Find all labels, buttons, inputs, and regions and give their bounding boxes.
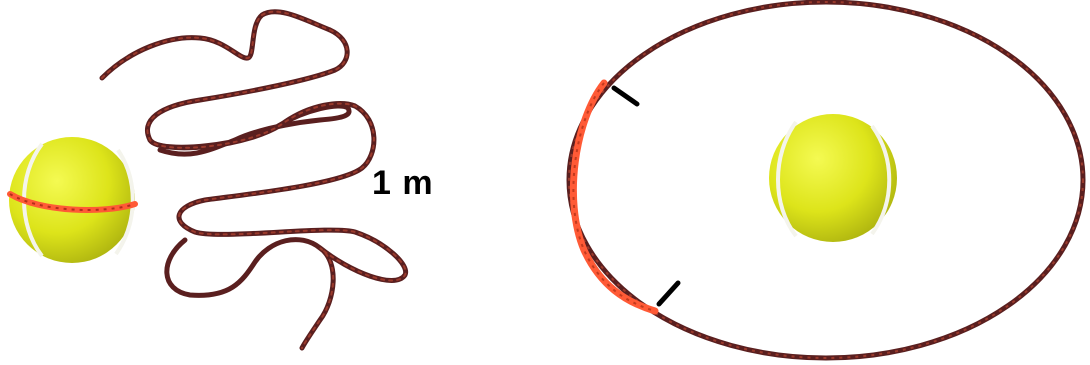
right-tennis-ball	[769, 114, 897, 242]
wiggly-rope	[102, 12, 406, 348]
left-tennis-ball	[9, 137, 135, 263]
rope-segment-top	[102, 12, 349, 154]
tick-mark-top	[614, 88, 637, 104]
tick-mark-bottom	[659, 283, 678, 304]
extra-rope-section	[573, 83, 655, 311]
rope-length-label: 1 m	[372, 166, 434, 200]
rope-twist-pattern	[102, 12, 406, 348]
rope-segment-bottom	[150, 104, 406, 348]
